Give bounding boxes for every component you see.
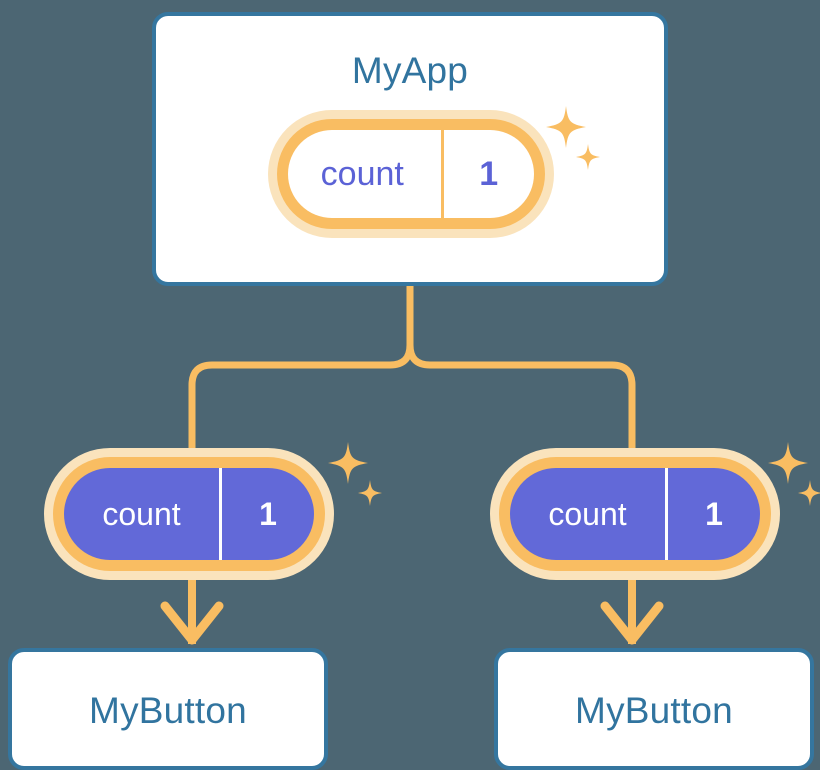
state-key-myapp: count [320,154,404,193]
pill-body-myapp: count 1 [288,130,534,218]
state-pill-mybutton-right[interactable]: count 1 [490,448,780,580]
state-value-mybutton-left: 1 [219,468,314,560]
state-pill-myapp[interactable]: count 1 [268,110,554,238]
pill-body-right: count 1 [510,468,760,560]
state-key-mybutton-left: count [102,495,181,532]
connector-branch-right [406,282,636,456]
pill-body-left: count 1 [64,468,314,560]
component-card-mybutton-right[interactable]: MyButton [494,648,814,770]
arrow-head-right-icon [600,601,664,645]
connector-branch-left [188,282,414,456]
arrow-head-left-icon [160,601,224,645]
card-title-myapp: MyApp [351,50,469,91]
card-title-mybutton-right: MyButton [575,690,733,731]
card-title-mybutton-left: MyButton [89,690,247,731]
component-card-mybutton-left[interactable]: MyButton [8,648,328,770]
state-key-mybutton-right: count [548,495,627,532]
state-value-myapp: 1 [440,130,534,218]
state-pill-mybutton-left[interactable]: count 1 [44,448,334,580]
state-value-mybutton-right: 1 [665,468,760,560]
